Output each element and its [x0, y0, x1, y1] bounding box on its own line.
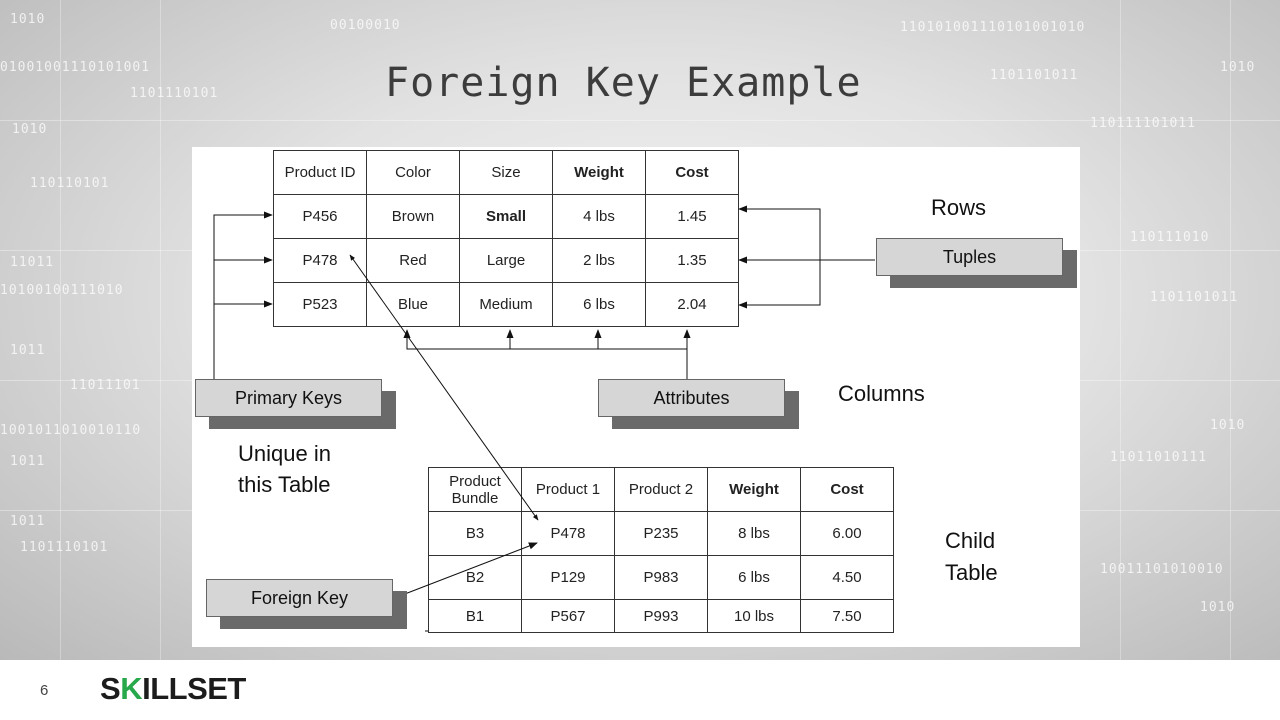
table-cell: 6.00 [800, 511, 894, 556]
header-cell: Weight [552, 150, 646, 195]
unique-label-line1: Unique in [238, 441, 331, 466]
table-cell: P993 [614, 599, 708, 633]
table-cell: P478 [521, 511, 615, 556]
foreign-key-connector [396, 542, 538, 598]
diagram-panel: Product ID Color Size Weight Cost P456 B… [192, 147, 1080, 647]
table-cell: 6 lbs [552, 282, 646, 327]
table-cell: 2 lbs [552, 238, 646, 283]
columns-label: Columns [838, 381, 925, 406]
tuples-connector [738, 205, 875, 261]
attributes-connector [403, 329, 688, 379]
table-cell: Brown [366, 194, 460, 239]
unique-label-line2: this Table [238, 472, 331, 497]
child-table-label-line2: Table [945, 560, 998, 585]
table-cell: 6 lbs [707, 555, 801, 600]
logo-text-start: S [100, 671, 121, 706]
table-cell: 2.04 [645, 282, 739, 327]
logo-text-end: ILLSET [142, 671, 246, 706]
table-row: P456 Brown Small 4 lbs 1.45 [273, 194, 739, 239]
table-cell: 7.50 [800, 599, 894, 633]
table-cell: P129 [521, 555, 615, 600]
logo-check-letter: K [120, 671, 143, 706]
connector-arrows [213, 205, 875, 632]
header-cell: Weight [707, 467, 801, 512]
slide-number: 6 [40, 682, 49, 699]
table-row: B2 P129 P983 6 lbs 4.50 [428, 555, 894, 600]
primary-keys-callout: Primary Keys [195, 379, 382, 417]
child-table-label-line1: Child [945, 528, 996, 553]
brand-logo: SKILLSET [100, 671, 246, 707]
table-cell: P456 [273, 194, 367, 239]
primary-keys-connector [213, 211, 273, 379]
table-cell: 1.35 [645, 238, 739, 283]
rows-label: Rows [931, 195, 987, 220]
attributes-callout: Attributes [598, 379, 785, 417]
header-cell: Cost [800, 467, 894, 512]
tuples-callout: Tuples [876, 238, 1063, 276]
table-cell: 4.50 [800, 555, 894, 600]
foreign-key-reference [349, 254, 539, 521]
header-cell: Color [366, 150, 460, 195]
foreign-key-callout: Foreign Key [206, 579, 393, 617]
tuples-connector [738, 260, 821, 309]
table-row: B1 P567 P993 10 lbs 7.50 [428, 599, 894, 633]
table-cell: 1.45 [645, 194, 739, 239]
header-cell: Cost [645, 150, 739, 195]
header-cell: Product 2 [614, 467, 708, 512]
footer [0, 660, 1280, 720]
table-cell: Small [459, 194, 553, 239]
table-cell: 10 lbs [707, 599, 801, 633]
table-header-row: Product ID Color Size Weight Cost [273, 150, 739, 195]
table-cell: B1 [428, 599, 522, 633]
slide-title: Foreign Key Example [385, 60, 862, 106]
table-cell: P235 [614, 511, 708, 556]
